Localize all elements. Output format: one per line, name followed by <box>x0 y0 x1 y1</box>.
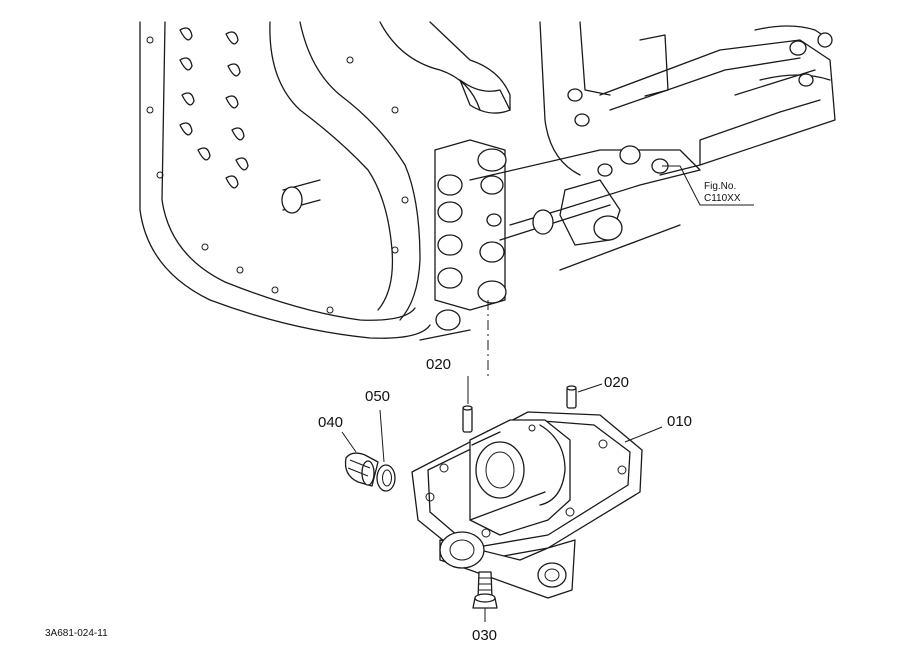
part-040-plug <box>341 431 379 487</box>
drawing-number: 3A681-024-11 <box>45 628 108 639</box>
part-020-pin-left <box>462 376 473 433</box>
boss-cluster <box>434 32 833 331</box>
callout-020-left: 020 <box>426 356 452 373</box>
part-050-oring <box>376 409 396 492</box>
callout-030: 030 <box>472 627 498 644</box>
callout-020-right: 020 <box>604 374 630 391</box>
part-010-leader <box>624 426 663 443</box>
figure-reference: Fig.No. C110XX <box>704 181 741 204</box>
fig-ref-leader <box>662 165 754 206</box>
flange-holes <box>146 27 409 314</box>
part-020-pin-right <box>566 383 603 409</box>
figure-reference-code: C110XX <box>704 192 741 204</box>
callout-010: 010 <box>667 413 693 430</box>
callout-040: 040 <box>318 414 344 431</box>
part-030-bolt <box>472 571 498 622</box>
callout-050: 050 <box>365 388 391 405</box>
transmission-case-outline <box>139 21 836 341</box>
part-010-housing <box>411 411 643 599</box>
figure-reference-label: Fig.No. <box>704 181 737 192</box>
